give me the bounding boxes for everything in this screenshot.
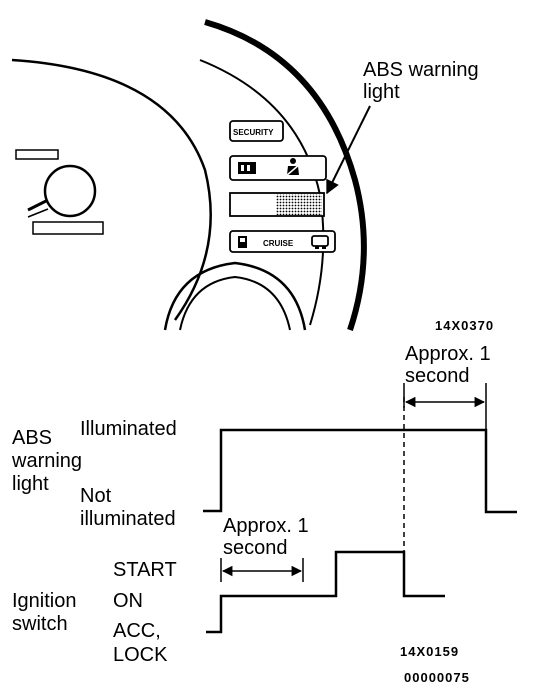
- cluster-inner-bezel: [199, 59, 325, 326]
- abs-row-label-line1: ABS: [12, 427, 52, 449]
- abs-waveform: [203, 428, 517, 514]
- security-indicator: [229, 120, 284, 142]
- bottom-duration-label-line2: second: [223, 537, 288, 559]
- abs-callout-label-line2: light: [363, 81, 400, 103]
- top-duration-label-line1: Approx. 1: [405, 343, 491, 365]
- state-on: ON: [113, 590, 143, 612]
- instrument-cluster: SECURITY CRUISE ABS warning: [11, 19, 494, 333]
- top-duration-label-line2: second: [405, 365, 470, 387]
- bottom-duration-label-line1: Approx. 1: [223, 515, 309, 537]
- fuel-icon: [238, 236, 247, 248]
- gauge-needle-hub: [43, 164, 97, 218]
- state-not-illuminated-line1: Not: [80, 485, 112, 507]
- state-not-illuminated-line2: illuminated: [80, 508, 176, 530]
- bottom-gauge-outer: [163, 261, 307, 331]
- cruise-indicator-row: [229, 230, 336, 253]
- document-code: 00000075: [404, 670, 470, 685]
- ignition-row-label-line1: Ignition: [12, 590, 77, 612]
- state-acc-lock-line2: LOCK: [113, 644, 168, 666]
- engine-warning-icon: [238, 162, 256, 174]
- cruise-indicator-label: CRUISE: [263, 239, 294, 248]
- state-acc-lock-line1: ACC,: [113, 620, 161, 642]
- cluster-outer-bezel: [204, 19, 367, 331]
- abs-row-label-line3: light: [12, 473, 49, 495]
- gauge-marker-bottom: [32, 221, 104, 235]
- state-start: START: [113, 559, 177, 581]
- left-gauge-arc: [11, 58, 212, 321]
- timing-diagram: Approx. 1 second Approx. 1 second ABS wa…: [11, 343, 517, 685]
- abs-warning-light-lamp: [276, 194, 322, 215]
- bottom-gauge-inner: [179, 275, 291, 331]
- seatbelt-warning-icon: [285, 158, 301, 177]
- state-illuminated: Illuminated: [80, 418, 177, 440]
- gauge-needle: [27, 199, 47, 212]
- abs-callout-label-line1: ABS warning: [363, 59, 479, 81]
- cruise-icon: [311, 235, 329, 249]
- cluster-figure-code: 14X0370: [435, 318, 494, 333]
- abs-callout-arrow: [326, 105, 371, 195]
- ignition-row-label-line2: switch: [12, 613, 68, 635]
- ignition-waveform: [206, 550, 445, 634]
- security-indicator-label: SECURITY: [233, 128, 274, 137]
- gauge-needle-shadow: [27, 208, 49, 218]
- timing-figure-code: 14X0159: [400, 644, 459, 659]
- abs-row-label-line2: warning: [11, 450, 82, 472]
- gauge-marker-top: [15, 149, 59, 160]
